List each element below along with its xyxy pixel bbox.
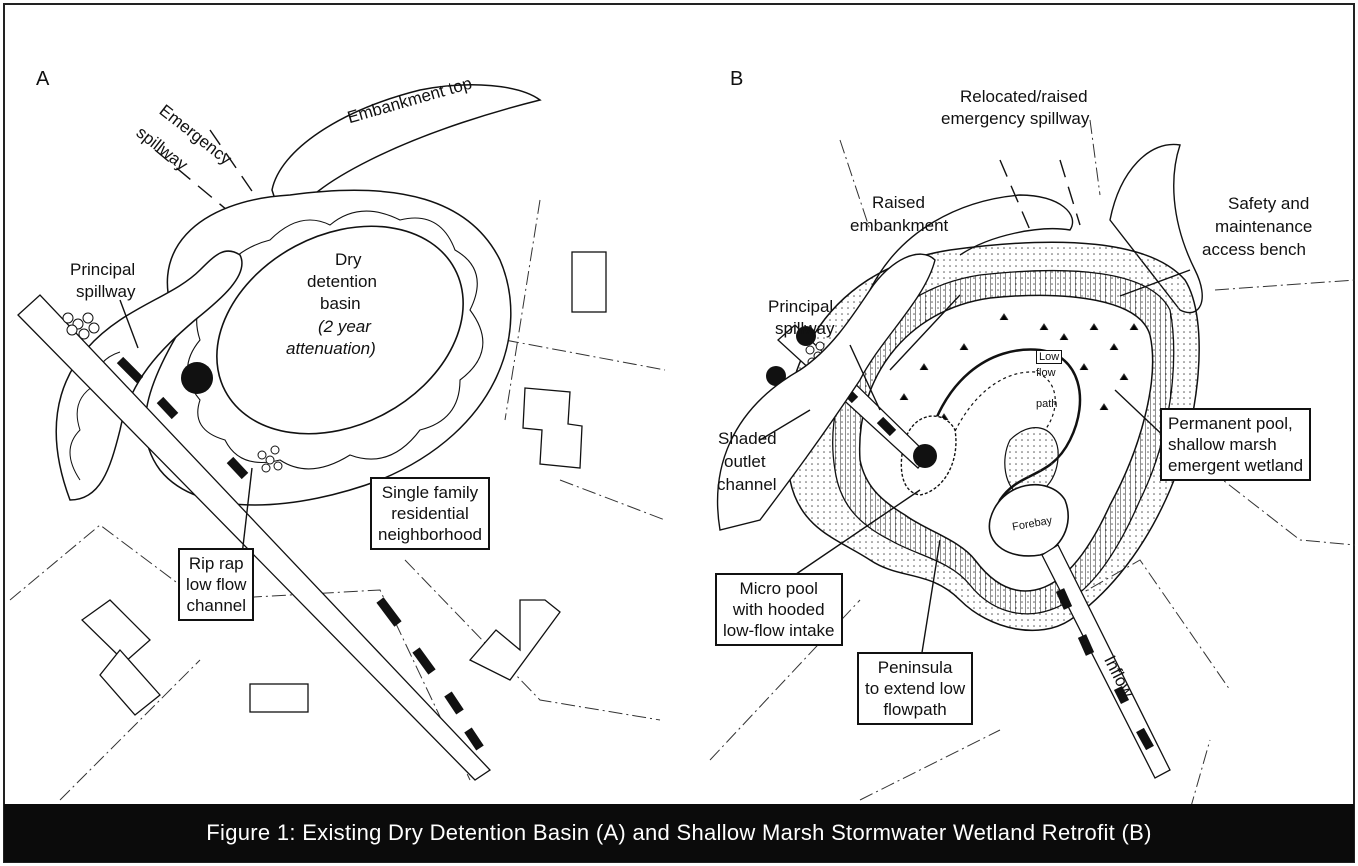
safety-bench-line2: maintenance (1215, 216, 1312, 237)
peninsula-line2: to extend low (865, 678, 965, 699)
relocated-spillway-line (1000, 160, 1080, 230)
raised-embankment-line2: embankment (850, 215, 948, 236)
basin-label-line2: detention (307, 271, 377, 292)
principal-spillway-a-line1: Principal (70, 259, 135, 280)
shaded-outlet-line1: Shaded (718, 428, 777, 449)
panel-b-letter: B (730, 68, 743, 91)
raised-embankment-line1: Raised (872, 192, 925, 213)
micro-pool-line1: Micro pool (723, 578, 835, 599)
peninsula-line1: Peninsula (865, 657, 965, 678)
permanent-pool-line2: shallow marsh (1168, 434, 1303, 455)
safety-bench-line3: access bench (1202, 239, 1306, 260)
riser-structure (181, 362, 213, 394)
micro-pool-line2: with hooded (723, 599, 835, 620)
low-flow-label-line1: Low (1036, 350, 1062, 364)
shaded-outlet-line2: outlet (724, 451, 766, 472)
micro-pool-line3: low-flow intake (723, 620, 835, 641)
figure-caption: Figure 1: Existing Dry Detention Basin (… (4, 804, 1354, 862)
principal-spillway-b-line2: spillway (775, 318, 835, 339)
permanent-pool-line1: Permanent pool, (1168, 413, 1303, 434)
low-flow-label-line3: path (1036, 398, 1057, 410)
relocated-spillway-line1: Relocated/raised (960, 86, 1088, 107)
riser-structure-b (913, 444, 937, 468)
peninsula-callout: Peninsula to extend low flowpath (857, 652, 973, 725)
permanent-pool-line3: emergent wetland (1168, 455, 1303, 476)
principal-spillway-b-line1: Principal (768, 296, 833, 317)
low-flow-label-line2: flow (1036, 367, 1056, 379)
panel-a-letter: A (36, 68, 49, 91)
riprap-line1: Rip rap (186, 553, 246, 574)
principal-spillway-a-line2: spillway (76, 281, 136, 302)
residential-line1: Single family (378, 482, 482, 503)
relocated-spillway-line2: emergency spillway (941, 108, 1089, 129)
safety-bench-line1: Safety and (1228, 193, 1309, 214)
riprap-callout: Rip rap low flow channel (178, 548, 254, 621)
residential-line3: neighborhood (378, 524, 482, 545)
shaded-outlet-line3: channel (717, 474, 777, 495)
attenuation-label-line2: attenuation) (286, 338, 376, 359)
permanent-pool-callout: Permanent pool, shallow marsh emergent w… (1160, 408, 1311, 481)
riprap-line2: low flow (186, 574, 246, 595)
riprap-line3: channel (186, 595, 246, 616)
panel-a-drawing (10, 85, 665, 800)
residential-line2: residential (378, 503, 482, 524)
basin-label-line1: Dry (335, 249, 361, 270)
attenuation-label-line1: (2 year (318, 316, 371, 337)
residential-callout: Single family residential neighborhood (370, 477, 490, 550)
peninsula-line3: flowpath (865, 699, 965, 720)
basin-label-line3: basin (320, 293, 361, 314)
micro-pool-callout: Micro pool with hooded low-flow intake (715, 573, 843, 646)
